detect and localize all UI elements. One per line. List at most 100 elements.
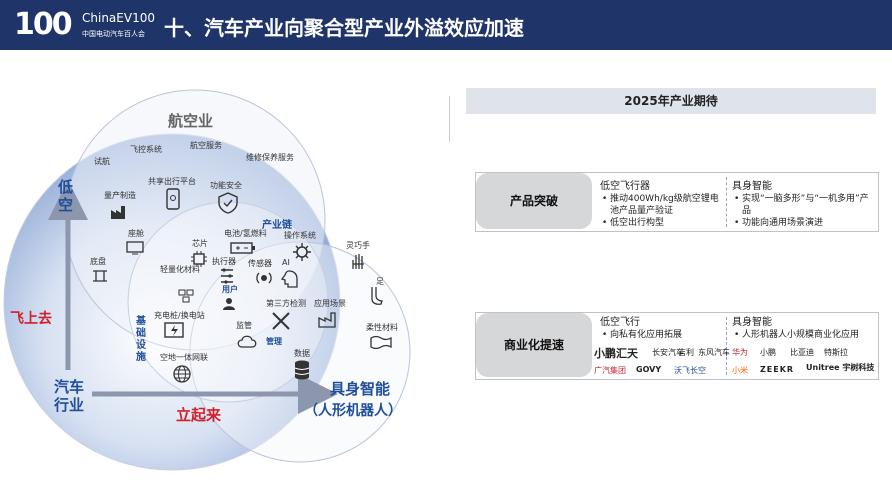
row2-left-col: 低空飞行 向私有化应用拓展 <box>600 317 722 341</box>
axis-embodied-label: 具身智能 <box>330 380 391 398</box>
row1-left-col: 低空飞行器 推动400Wh/kg级航空锂电池产品量产验证 低空出行构型 <box>600 181 722 229</box>
brand-xpeng: 小鹏 <box>760 348 776 357</box>
charging-icon <box>164 322 186 342</box>
robot-foot-label: 足 <box>376 277 384 286</box>
fly-up-label: 飞上去 <box>10 311 52 327</box>
chain-thirdparty: 第三方检测 <box>266 299 306 308</box>
infra-label: 基础设施 <box>136 316 146 363</box>
chassis-icon <box>92 268 108 287</box>
chain-management: 管理 <box>266 337 282 346</box>
chain-os: 操作系统 <box>284 231 316 240</box>
aviation-inner-1: 量产制造 <box>104 191 136 200</box>
cockpit-label: 座舱 <box>128 229 144 238</box>
brand-govy: GOVY <box>636 365 662 374</box>
row1-left-bullet-1: 推动400Wh/kg级航空锂电池产品量产验证 <box>600 193 722 217</box>
robot-scene-label: 应用场景 <box>314 299 346 308</box>
header-bar: 100 ChinaEV100 中国电动汽车百人会 十、汽车产业向聚合型产业外溢效… <box>0 0 892 50</box>
infra-regulation: 监管 <box>236 321 252 330</box>
user-icon <box>222 296 236 315</box>
chinaev100-logo: 100 ChinaEV100 中国电动汽车百人会 <box>14 5 164 45</box>
axis-low-altitude-label: 低空 <box>58 178 74 214</box>
stand-up-label: 立起来 <box>176 406 222 424</box>
row1-left-head: 低空飞行器 <box>600 181 650 192</box>
brand-unitree: Unitree 宇树科技 <box>806 363 875 372</box>
row1-right-bullet-1: 实现“一脑多形”与“一机多用”产品 <box>732 193 874 217</box>
row1-left-bullet-2: 低空出行构型 <box>600 217 722 229</box>
chain-ai: AI <box>282 258 290 267</box>
aviation-inner-3: 功能安全 <box>210 181 242 190</box>
chain-user: 用户 <box>222 285 238 294</box>
aviation-inner-2: 共享出行平台 <box>148 177 196 186</box>
row2-right-bullet-1: 人形机器人小规模商业化应用 <box>732 329 874 341</box>
ai-head-icon <box>280 270 298 292</box>
row2-right-head: 具身智能 <box>732 317 772 328</box>
venn-svg <box>3 89 411 471</box>
foot-icon <box>366 286 384 310</box>
shield-icon <box>218 192 238 218</box>
circle-aviation <box>64 89 326 351</box>
row2-divider <box>726 317 727 375</box>
page-title: 十、汽车产业向聚合型产业外溢效应加速 <box>164 16 524 40</box>
infra-charging: 充电桩/换电站 <box>154 311 205 320</box>
material-icon <box>370 334 392 353</box>
scene-icon <box>318 310 338 332</box>
brand-geely: 吉利 <box>678 348 694 357</box>
sensor-icon <box>256 270 272 290</box>
aviation-item-4: 维修保养服务 <box>246 153 294 162</box>
venn-diagram: 航空业 试航 飞控系统 航空服务 维修保养服务 量产制造 共享出行平台 功能安全… <box>0 52 460 500</box>
chain-sensor: 传感器 <box>248 259 272 268</box>
brand-aerofugia: 沃飞长空 <box>674 366 706 375</box>
chip-icon <box>190 250 208 272</box>
chain-battery: 电池/氢燃料 <box>224 229 267 238</box>
row-product-breakthrough: 产品突破 低空飞行器 推动400Wh/kg级航空锂电池产品量产验证 低空出行构型… <box>475 172 879 232</box>
logo-number: 100 <box>14 7 73 42</box>
chain-chip: 芯片 <box>192 239 208 248</box>
brand-byd: 比亚迪 <box>790 348 814 357</box>
data-label: 数据 <box>294 349 310 358</box>
panel-title: 2025年产业期待 <box>466 88 876 114</box>
axis-embodied-sub: （人形机器人） <box>304 403 402 419</box>
cloud-icon <box>236 332 258 352</box>
row1-label: 产品突破 <box>476 173 592 229</box>
brand-zeekr: ZEEKR <box>760 365 795 374</box>
row1-right-bullet-2: 功能向通用场景演进 <box>732 217 874 229</box>
row2-label: 商业化提速 <box>476 313 592 377</box>
chain-label: 产业链 <box>262 220 292 231</box>
row1-right-head: 具身智能 <box>732 181 772 192</box>
aviation-item-3: 航空服务 <box>190 141 222 150</box>
row-commercialization: 商业化提速 低空飞行 向私有化应用拓展 具身智能 人形机器人小规模商业化应用 小… <box>475 312 879 380</box>
chain-lightweight: 轻量化材料 <box>160 265 200 274</box>
row1-right-col: 具身智能 实现“一脑多形”与“一机多用”产品 功能向通用场景演进 <box>732 181 874 229</box>
brand-changan: 长安汽车 <box>652 348 684 357</box>
brand-xpeng-aeroht: 小鹏汇天 <box>594 347 638 360</box>
aviation-label: 航空业 <box>168 112 214 130</box>
circle-robotics <box>189 241 411 463</box>
brand-huawei: 华为 <box>732 348 748 357</box>
chain-actuator: 执行器 <box>212 257 236 266</box>
logo-subtitle: 中国电动汽车百人会 <box>82 30 145 38</box>
infra-network: 空地一体网联 <box>160 353 208 362</box>
aviation-item-1: 试航 <box>94 157 110 166</box>
robot-hand-label: 灵巧手 <box>346 241 370 250</box>
globe-icon <box>172 364 192 388</box>
tools-icon <box>270 310 292 336</box>
separator <box>449 96 450 142</box>
aviation-item-2: 飞控系统 <box>130 145 162 154</box>
database-icon <box>294 360 310 384</box>
brand-dongfeng: 东风汽车 <box>698 348 730 357</box>
row1-divider <box>726 177 727 227</box>
phone-icon <box>166 188 180 214</box>
logo-name: ChinaEV100 <box>82 11 155 25</box>
hand-icon <box>350 252 366 274</box>
row2-right-col: 具身智能 人形机器人小规模商业化应用 <box>732 317 874 341</box>
row2-left-bullet-1: 向私有化应用拓展 <box>600 329 722 341</box>
robot-material-label: 柔性材料 <box>366 323 398 332</box>
actuator-icon <box>220 268 234 288</box>
brand-xiaomi: 小米 <box>732 366 748 375</box>
battery-icon <box>230 240 256 259</box>
gear-icon <box>292 242 312 266</box>
brand-tesla: 特斯拉 <box>824 348 848 357</box>
brand-gac: 广汽集团 <box>594 366 626 375</box>
axis-automotive-label: 汽车行业 <box>53 378 84 414</box>
cockpit-icon <box>126 240 144 259</box>
